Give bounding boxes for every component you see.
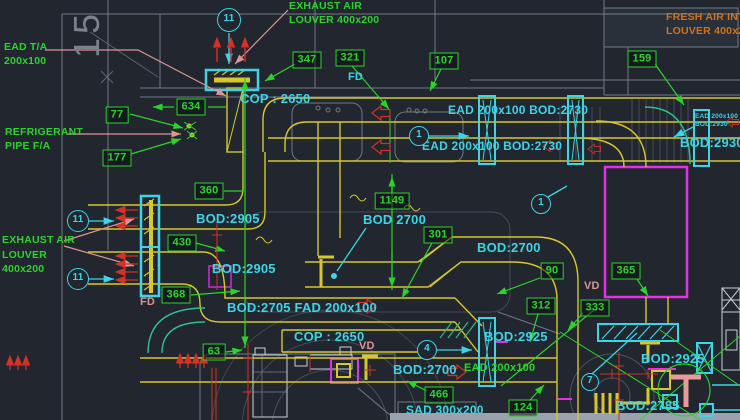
cyan-elements[interactable] <box>89 33 740 417</box>
annotation-label[interactable]: PIPE F/A <box>5 140 51 152</box>
dimension-box[interactable]: 321 <box>335 49 365 67</box>
dimension-box[interactable]: 301 <box>423 226 453 244</box>
duct-label[interactable]: EAD 200x100 BOD:2730 <box>422 139 563 153</box>
annotation-label[interactable]: 400x200 <box>2 263 45 275</box>
duct-label[interactable]: FD <box>348 71 364 83</box>
dimension-box[interactable]: 63 <box>202 343 226 361</box>
duct-label[interactable]: BOD:2905 <box>212 261 276 276</box>
dimension-box[interactable]: 159 <box>627 50 657 68</box>
reference-balloon[interactable]: 1 <box>409 126 429 146</box>
dimension-box[interactable]: 634 <box>176 98 206 116</box>
annotation-label[interactable]: EXHAUST AIR <box>289 0 362 12</box>
dimension-box[interactable]: 365 <box>611 262 641 280</box>
annotation-label[interactable]: EXHAUST AIR <box>2 234 75 246</box>
dimension-box[interactable]: 430 <box>167 234 197 252</box>
duct-label[interactable]: COP : 2650 <box>240 91 311 106</box>
duct-label[interactable]: BOD:2785 <box>616 398 680 413</box>
dimension-box[interactable]: 90 <box>540 262 564 280</box>
annotation-label[interactable]: EAD 200x100 <box>464 362 536 374</box>
damper-tag[interactable]: FD <box>140 296 156 308</box>
reference-balloon[interactable]: 1 <box>531 194 551 214</box>
reference-balloon[interactable]: 11 <box>217 8 241 32</box>
duct-label[interactable]: BOD:2700 <box>477 240 541 255</box>
duct-label[interactable]: BOD:2700 <box>393 362 457 377</box>
green-leaders[interactable] <box>129 63 740 420</box>
duct-label[interactable]: EAD 200x100 BOD:2730 <box>448 103 589 117</box>
reference-balloon[interactable]: 11 <box>67 268 89 290</box>
duct-label[interactable]: BOD:2705 FAD 200x100 <box>227 300 377 315</box>
dimension-box[interactable]: 177 <box>102 149 132 167</box>
dimension-box[interactable]: 347 <box>292 51 322 69</box>
dimension-box[interactable]: 124 <box>508 399 538 417</box>
damper-tag[interactable]: VD <box>359 340 375 352</box>
duct-label[interactable]: COP : 2650 <box>294 329 365 344</box>
annotation-label[interactable]: FRESH AIR INTAKE <box>666 11 740 23</box>
dimension-box[interactable]: 360 <box>194 182 224 200</box>
damper-tag[interactable]: VD <box>584 280 600 292</box>
duct-label[interactable]: BOD:2905 <box>196 211 260 226</box>
annotation-label[interactable]: EAD T/A <box>4 41 48 53</box>
duct-label[interactable]: BOD:2930 <box>680 135 740 150</box>
annotation-label[interactable]: REFRIGERANT <box>5 126 84 138</box>
dimension-box[interactable]: 107 <box>429 52 459 70</box>
duct-label[interactable]: BOD:2930 <box>695 121 728 128</box>
reference-balloon[interactable]: 7 <box>581 373 599 391</box>
annotation-label[interactable]: LOUVER 400x200 <box>289 14 380 26</box>
dimension-box[interactable]: 312 <box>526 297 556 315</box>
dimension-box[interactable]: 466 <box>424 386 454 404</box>
duct-label[interactable]: EAD 200x100 <box>695 113 739 120</box>
duct-label[interactable]: BOD 2700 <box>363 212 427 227</box>
grid-column-label[interactable]: 15 <box>66 9 107 58</box>
dimension-box[interactable]: 77 <box>105 106 129 124</box>
dimension-box[interactable]: 1149 <box>374 192 410 210</box>
duct-label[interactable]: SAD 300x200 <box>406 403 484 417</box>
annotation-label[interactable]: LOUVER <box>2 249 47 261</box>
reference-balloon[interactable]: 11 <box>67 210 89 232</box>
teal-duct-lines[interactable] <box>147 106 691 354</box>
annotation-label[interactable]: LOUVER 400x200 <box>666 25 740 37</box>
dimension-box[interactable]: 368 <box>161 286 191 304</box>
dimension-box[interactable]: 333 <box>580 299 610 317</box>
duct-label[interactable]: BOD:2925 <box>641 351 705 366</box>
reference-balloon[interactable]: 4 <box>417 340 437 360</box>
red-marks <box>6 37 740 420</box>
duct-lines[interactable] <box>88 69 740 420</box>
annotation-label[interactable]: 200x100 <box>4 55 47 67</box>
duct-label[interactable]: BOD:2925 <box>484 329 548 344</box>
